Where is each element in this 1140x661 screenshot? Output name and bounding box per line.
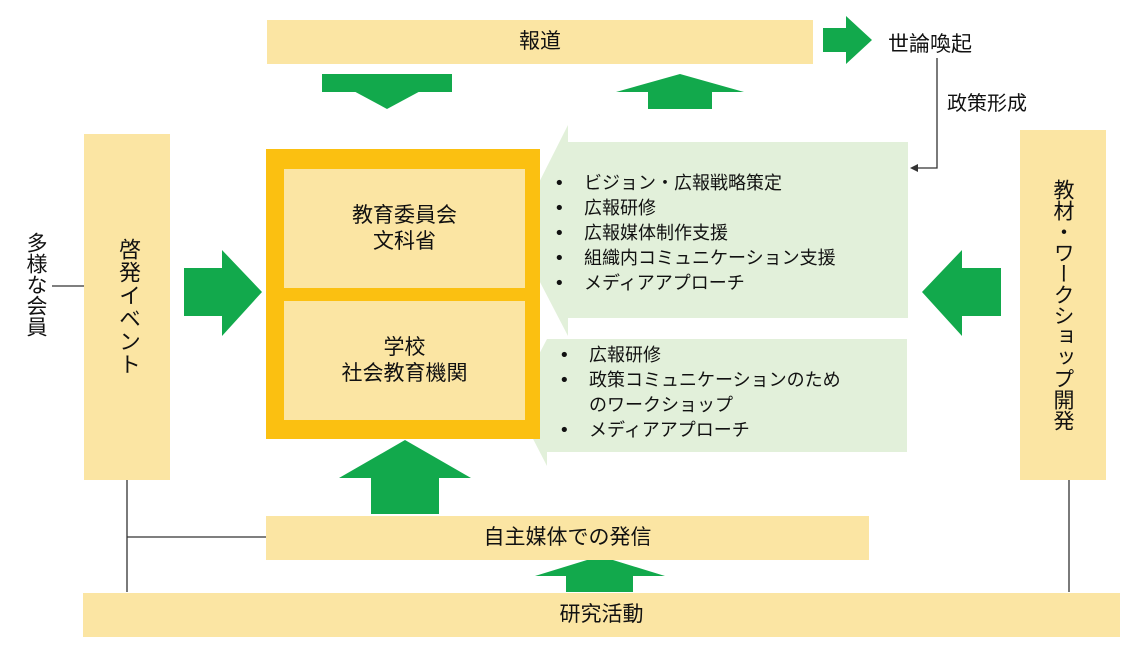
report-label: 報道 [519, 29, 561, 54]
list-item: メディアアプローチ [556, 418, 856, 443]
ministry-label: 文科省 [373, 228, 436, 253]
material-workshop-label: 教材・ワークショップ開発 [1051, 179, 1075, 431]
school-box: 学校 社会教育機関 [284, 301, 525, 420]
school-label: 学校 [383, 335, 426, 360]
policy-connector [912, 58, 938, 169]
board-of-education-label: 教育委員会 [352, 203, 457, 228]
list-item: 政策コミュニケーションのためのワークショップ [556, 368, 844, 418]
list-item: 組織内コミュニケーション支援 [551, 246, 836, 271]
arrow-up-to-report [616, 74, 744, 92]
policy-arrowhead [910, 164, 918, 172]
arrow-left-from-workshop [922, 250, 1001, 336]
arrow-right-to-opinion [823, 16, 872, 64]
support-lower-list: 広報研修 政策コミュニケーションのためのワークショップ メディアアプローチ [556, 343, 856, 443]
board-of-education-box: 教育委員会 文科省 [284, 169, 525, 288]
research-box: 研究活動 [83, 593, 1120, 637]
arrow-up-to-report-stem [648, 92, 712, 109]
public-opinion-label: 世論喚起 [888, 32, 972, 56]
material-workshop-box: 教材・ワークショップ開発 [1020, 130, 1106, 480]
research-label: 研究活動 [559, 602, 644, 627]
list-item: ビジョン・広報戦略策定 [551, 171, 836, 196]
own-media-label: 自主媒体での発信 [483, 525, 652, 550]
list-item: 広報媒体制作支援 [551, 221, 836, 246]
diverse-members-label: 多様な会員 [24, 232, 48, 337]
arrow-up-from-research [535, 556, 665, 592]
awareness-event-box: 啓発イベント [84, 134, 170, 480]
awareness-event-label: 啓発イベント [115, 238, 140, 376]
report-box: 報道 [267, 20, 813, 64]
arrow-down-from-report-stem [322, 74, 452, 92]
support-upper-list: ビジョン・広報戦略策定 広報研修 広報媒体制作支援 組織内コミュニケーション支援… [551, 171, 836, 296]
policy-formation-label: 政策形成 [947, 91, 1027, 115]
arrow-up-from-media [339, 440, 471, 514]
list-item: 広報研修 [556, 343, 856, 368]
social-education-label: 社会教育機関 [341, 360, 468, 385]
list-item: 広報研修 [551, 196, 836, 221]
arrow-right-from-event [184, 250, 262, 336]
own-media-box: 自主媒体での発信 [266, 516, 869, 560]
list-item: メディアアプローチ [551, 271, 836, 296]
